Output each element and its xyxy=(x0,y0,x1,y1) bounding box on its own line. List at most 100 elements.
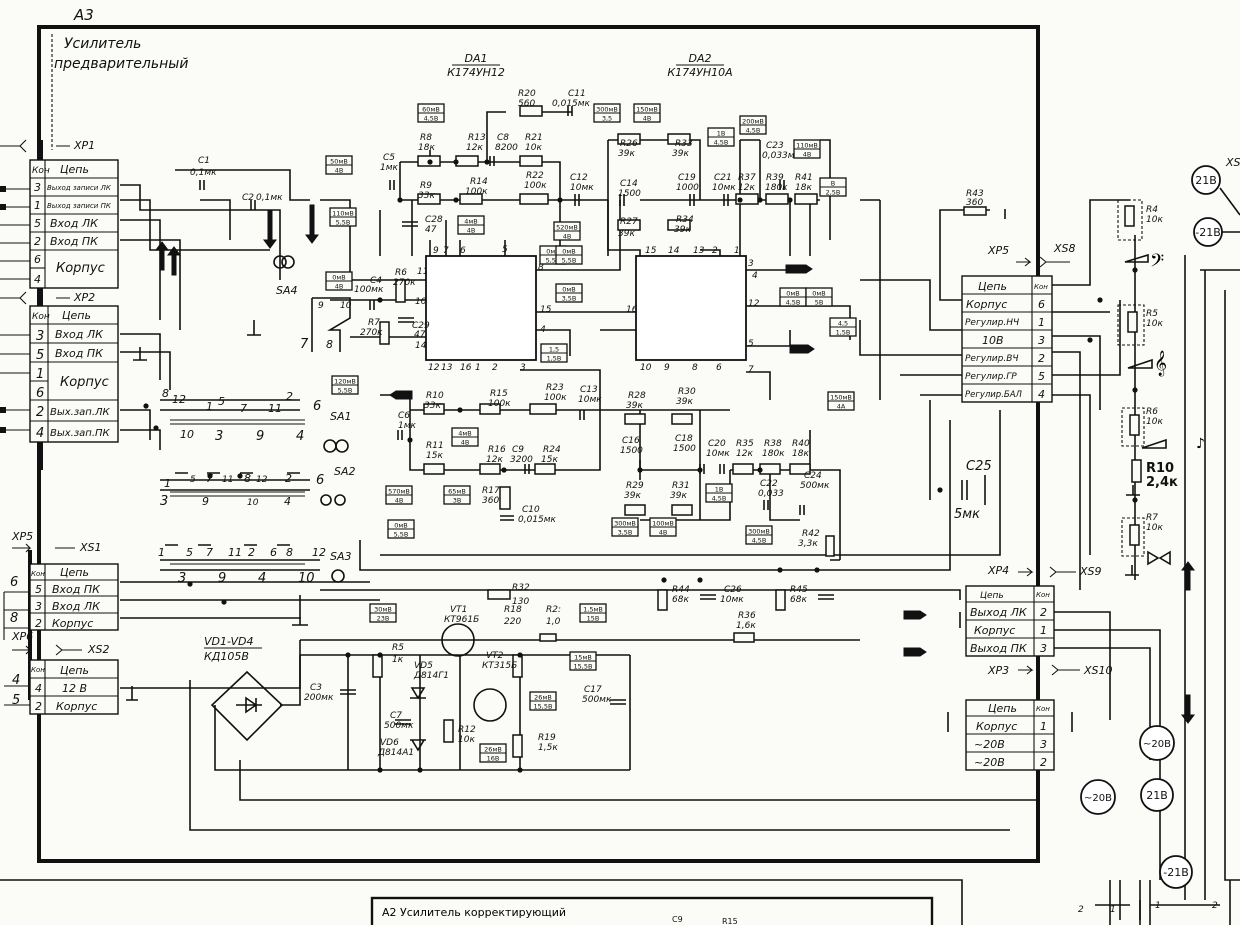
svg-text:3: 3 xyxy=(748,259,754,269)
svg-text:4,5В: 4,5В xyxy=(712,495,727,503)
svg-text:R37: R37 xyxy=(738,173,756,183)
resistor-r12 xyxy=(443,719,454,743)
resistor-r2x xyxy=(539,633,557,642)
svg-text:1: 1 xyxy=(1040,624,1047,637)
resistor-r21 xyxy=(519,155,543,167)
switch-sa4: SA4 9 10 7 8 xyxy=(273,255,352,352)
svg-text:47: 47 xyxy=(414,330,426,340)
svg-text:12: 12 xyxy=(172,393,186,406)
svg-text:12: 12 xyxy=(428,363,440,373)
svg-text:3: 3 xyxy=(1038,334,1045,347)
svg-text:7: 7 xyxy=(748,365,754,375)
svg-text:10: 10 xyxy=(340,301,352,311)
svg-text:33к: 33к xyxy=(424,401,441,411)
svg-text:XP1: XP1 xyxy=(73,139,95,152)
svg-text:11: 11 xyxy=(268,402,282,415)
svg-text:R40: R40 xyxy=(792,439,810,449)
svg-text:Цепь: Цепь xyxy=(978,280,1007,293)
svg-text:C6: C6 xyxy=(398,411,410,421)
svg-text:8: 8 xyxy=(286,546,293,559)
svg-text:8: 8 xyxy=(10,611,18,626)
svg-text:C19: C19 xyxy=(678,173,696,183)
svg-text:300мВ: 300мВ xyxy=(596,106,618,114)
svg-text:1мк: 1мк xyxy=(380,163,399,173)
svg-text:4,5: 4,5 xyxy=(838,320,848,328)
svg-text:0,1мк: 0,1мк xyxy=(256,193,283,203)
svg-text:14: 14 xyxy=(415,341,427,351)
svg-text:5: 5 xyxy=(748,339,754,349)
svg-text:0мВ: 0мВ xyxy=(332,274,346,282)
svg-text:C7: C7 xyxy=(390,711,402,721)
svg-text:47: 47 xyxy=(425,225,437,235)
svg-text:39к: 39к xyxy=(624,491,641,501)
svg-text:SA2: SA2 xyxy=(334,465,356,478)
svg-text:Вых.зап.ЛК: Вых.зап.ЛК xyxy=(50,407,111,418)
svg-text:C28: C28 xyxy=(425,215,443,225)
footer-a2-block: A2 Усилитель корректирующий C9 R15 2 1 1… xyxy=(0,879,1231,925)
svg-text:10: 10 xyxy=(298,571,315,586)
resistor-r22 xyxy=(519,193,549,205)
svg-text:10к: 10к xyxy=(1146,319,1163,329)
resistor-r39 xyxy=(765,193,789,205)
svg-text:5: 5 xyxy=(12,693,20,708)
svg-text:1: 1 xyxy=(1040,720,1047,733)
svg-text:R42: R42 xyxy=(802,529,820,539)
svg-text:270к: 270к xyxy=(393,278,416,288)
svg-text:Регулир.БАЛ: Регулир.БАЛ xyxy=(965,390,1023,400)
svg-text:2: 2 xyxy=(35,617,42,630)
svg-text:R13: R13 xyxy=(468,133,486,143)
svg-text:1,6к: 1,6к xyxy=(736,621,756,631)
svg-text:0мВ: 0мВ xyxy=(562,286,576,294)
svg-text:R5: R5 xyxy=(1146,309,1158,319)
svg-text:Регулир.ГР: Регулир.ГР xyxy=(965,372,1017,382)
svg-text:12к: 12к xyxy=(466,143,483,153)
svg-text:R17: R17 xyxy=(482,486,500,496)
bus-lines xyxy=(28,140,1040,760)
svg-text:5: 5 xyxy=(35,583,42,596)
resistor-r27 xyxy=(617,219,641,231)
svg-text:К174УН10А: К174УН10А xyxy=(667,66,732,79)
svg-text:6: 6 xyxy=(1038,298,1045,311)
svg-text:R9: R9 xyxy=(420,181,432,191)
bass-clef-icon: 𝄢 xyxy=(1150,251,1164,276)
svg-text:11: 11 xyxy=(417,267,428,277)
svg-text:R24: R24 xyxy=(543,445,561,455)
svg-text:8: 8 xyxy=(692,363,698,373)
svg-text:0,033: 0,033 xyxy=(758,489,784,499)
svg-text:2: 2 xyxy=(1078,905,1084,915)
svg-text:Корпус: Корпус xyxy=(56,261,105,276)
svg-text:10: 10 xyxy=(640,363,652,373)
svg-text:4А: 4А xyxy=(837,403,846,411)
svg-text:10к: 10к xyxy=(458,735,475,745)
svg-text:6: 6 xyxy=(10,575,18,590)
svg-text:1500: 1500 xyxy=(620,446,643,456)
signal-arrows xyxy=(155,204,1195,724)
svg-text:4,5В: 4,5В xyxy=(424,115,439,123)
power-nodes: 21В -21В ~20В ~20В 21В -21В XS xyxy=(1080,156,1240,889)
svg-text:16: 16 xyxy=(460,363,472,373)
svg-text:39к: 39к xyxy=(676,397,693,407)
svg-text:9: 9 xyxy=(318,301,324,311)
svg-text:C4: C4 xyxy=(370,276,382,286)
resistor-r33 xyxy=(667,133,691,145)
svg-text:1В: 1В xyxy=(717,130,726,138)
svg-text:5,5В: 5,5В xyxy=(338,387,353,395)
svg-text:~20В: ~20В xyxy=(974,738,1005,751)
svg-text:Корпус: Корпус xyxy=(976,720,1017,733)
pot-r6 xyxy=(1129,414,1140,436)
power-node-ac20v-1: ~20В xyxy=(1139,725,1175,761)
svg-text:C16: C16 xyxy=(622,436,640,446)
svg-text:C13: C13 xyxy=(580,385,598,395)
svg-text:SA4: SA4 xyxy=(276,284,298,297)
svg-text:9: 9 xyxy=(202,495,209,508)
svg-text:3,3к: 3,3к xyxy=(798,539,818,549)
svg-text:R2:: R2: xyxy=(546,605,561,615)
svg-text:4В: 4В xyxy=(335,167,344,175)
svg-text:200мк: 200мк xyxy=(304,693,334,703)
svg-text:C25: C25 xyxy=(966,459,992,474)
wiring xyxy=(120,111,1040,831)
